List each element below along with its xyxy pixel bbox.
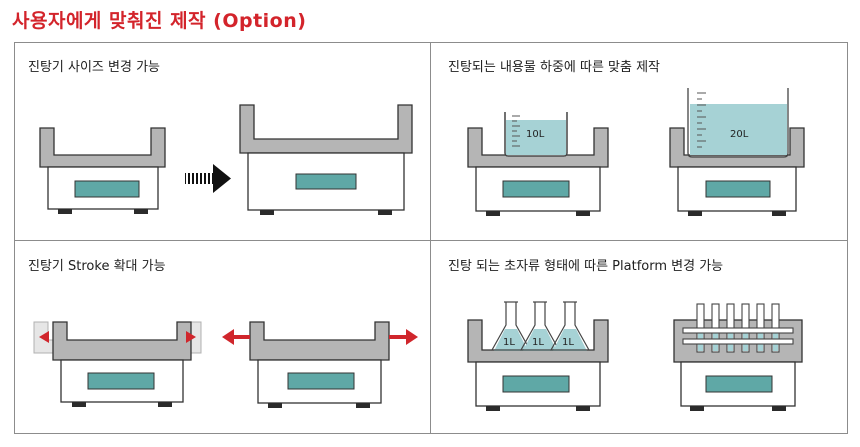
stroke-shaker-right: [249, 321, 390, 408]
shaker-tube-rack: [673, 319, 803, 411]
panel-stroke-label: 진탕기 Stroke 확대 가능: [28, 259, 166, 274]
shaker-flask-platform: [467, 319, 609, 411]
erlenmeyer-flasks: [490, 301, 591, 351]
shaker-10l: [467, 127, 609, 216]
shaker-small: [39, 127, 166, 214]
flask-label-3: 1L: [562, 337, 574, 348]
stroke-arrow-left: [222, 329, 250, 345]
stroke-shaker-left: [33, 321, 202, 407]
beaker-10l: [504, 112, 568, 157]
vertical-divider: [430, 42, 431, 434]
page-title: 사용자에게 맞춰진 제작 (Option): [12, 10, 307, 32]
vessel-label-10l: 10L: [526, 129, 545, 140]
horizontal-divider: [14, 240, 848, 241]
options-frame: [14, 42, 848, 434]
vessel-label-20l: 20L: [730, 129, 749, 140]
stroke-arrow-right: [389, 329, 418, 345]
panel-load-label: 진탕되는 내용물 하중에 따른 맞춤 제작: [448, 60, 661, 75]
panel-platform-label: 진탕 되는 초자류 형태에 따른 Platform 변경 가능: [448, 259, 724, 274]
dashed-right-arrow: [185, 164, 231, 193]
panel-size-label: 진탕기 사이즈 변경 가능: [28, 60, 160, 75]
tube-rack: [682, 303, 794, 353]
beaker-20l: [687, 88, 789, 158]
flask-label-1: 1L: [503, 337, 515, 348]
shaker-large: [239, 104, 413, 215]
flask-label-2: 1L: [532, 337, 544, 348]
